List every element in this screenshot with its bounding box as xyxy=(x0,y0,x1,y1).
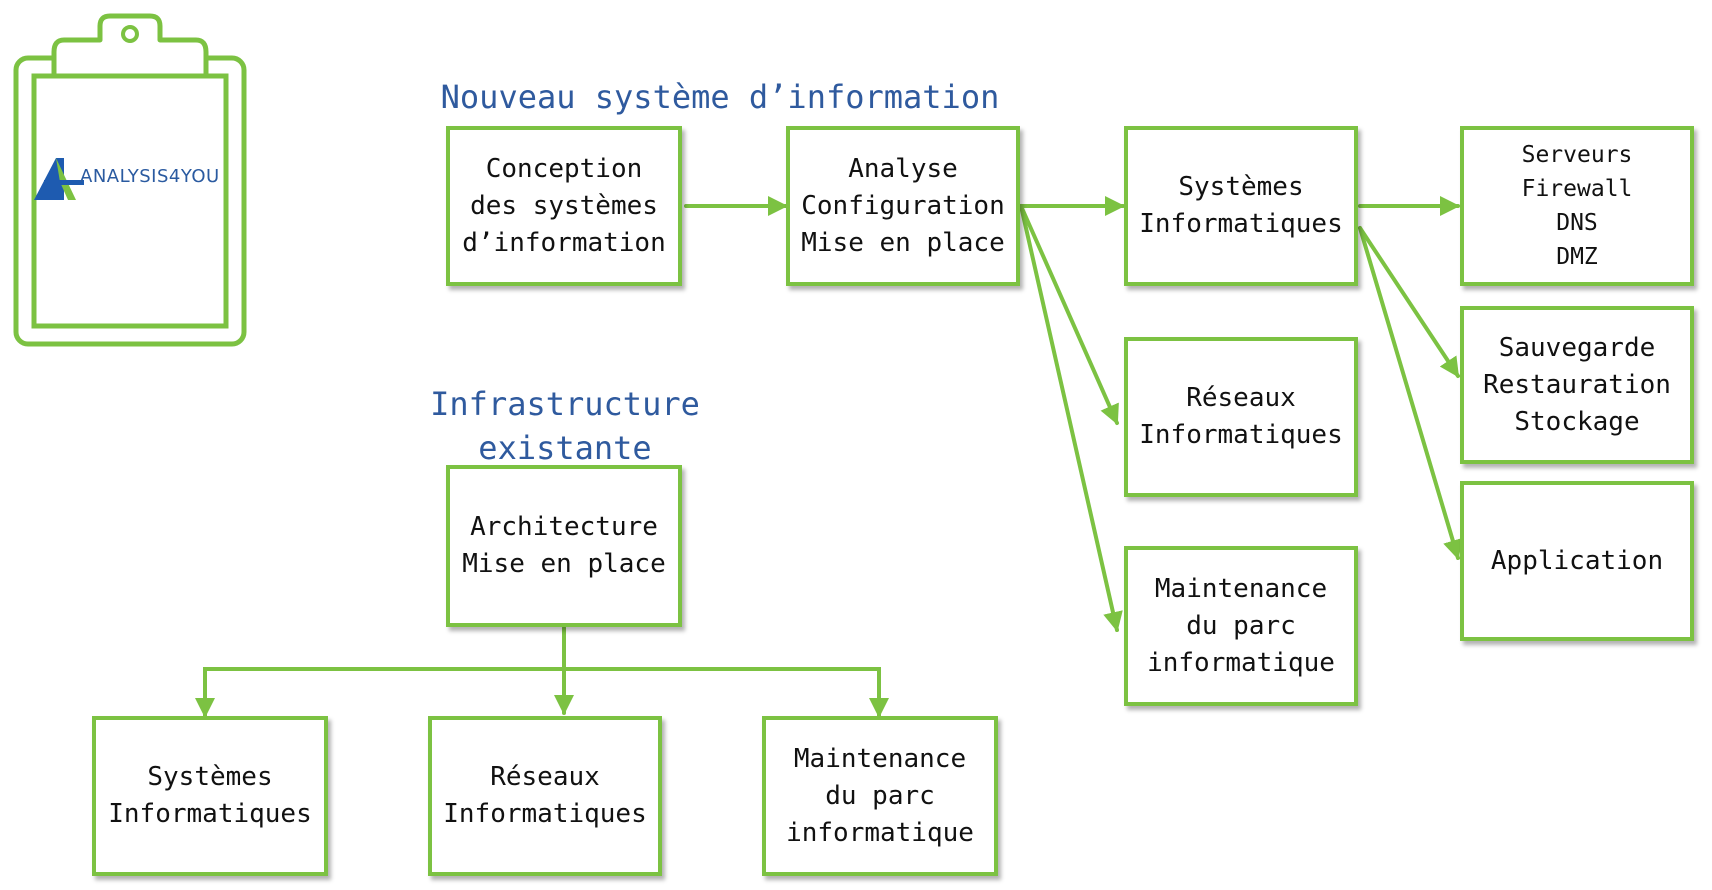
heading-infrastructure: Infrastructure existante xyxy=(410,382,720,470)
box-text-line: Configuration xyxy=(801,190,1005,221)
heading-infrastructure-line: existante xyxy=(478,429,652,467)
box-text-line: Mise en place xyxy=(801,227,1005,258)
box-text-line: des systèmes xyxy=(470,190,658,221)
box-text-line: DMZ xyxy=(1556,244,1598,270)
arrow-analyse-to-reseaux xyxy=(1019,204,1119,425)
box-infra-maintenance: Maintenance du parc informatique xyxy=(762,716,998,876)
box-text-line: Informatiques xyxy=(108,799,312,829)
connector-horizontal-bar xyxy=(203,667,881,715)
box-text-line: Architecture xyxy=(470,512,658,542)
heading-infrastructure-line: Infrastructure xyxy=(430,385,700,423)
box-text-line: Réseaux xyxy=(1186,383,1296,413)
box-text-line: Maintenance xyxy=(1154,573,1328,604)
box-systemes-informatiques: Systèmes Informatiques xyxy=(1124,126,1358,286)
box-text-line: du parc xyxy=(1186,610,1296,641)
box-text-line: Analyse xyxy=(848,153,958,184)
box-infra-reseaux: Réseaux Informatiques xyxy=(428,716,662,876)
box-text-line: d’information xyxy=(462,227,666,258)
box-text-line: Serveurs xyxy=(1521,142,1633,168)
box-text-line: Informatiques xyxy=(1139,420,1343,450)
box-text-line: Firewall xyxy=(1521,176,1633,202)
box-conception: Conception des systèmes d’information xyxy=(446,126,682,286)
arrow-systemes-to-application xyxy=(1358,226,1463,560)
box-text-line: Réseaux xyxy=(490,762,600,792)
box-text-line: Sauvegarde xyxy=(1498,332,1656,363)
heading-new-system: Nouveau système d’information xyxy=(440,78,1000,116)
arrow-analyse-to-maintenance xyxy=(1019,204,1123,632)
box-text-line: DNS xyxy=(1556,210,1598,236)
box-text-line: Restauration xyxy=(1483,369,1671,400)
box-text-line: Stockage xyxy=(1514,406,1640,437)
box-text-line: Informatiques xyxy=(1139,209,1343,239)
box-text-line: Informatiques xyxy=(443,799,647,829)
box-infra-systemes: Systèmes Informatiques xyxy=(92,716,328,876)
box-maintenance-parc: Maintenance du parc informatique xyxy=(1124,546,1358,706)
box-text-line: Mise en place xyxy=(462,549,666,579)
box-reseaux-informatiques: Réseaux Informatiques xyxy=(1124,337,1358,497)
box-text-line: Application xyxy=(1490,545,1664,576)
box-analyse: Analyse Configuration Mise en place xyxy=(786,126,1020,286)
box-text-line: informatique xyxy=(786,817,974,848)
clipboard-icon xyxy=(13,13,247,347)
box-sauvegarde: Sauvegarde Restauration Stockage xyxy=(1460,306,1694,464)
box-application: Application xyxy=(1460,481,1694,641)
box-architecture: Architecture Mise en place xyxy=(446,465,682,627)
box-text-line: Maintenance xyxy=(793,743,967,774)
box-text-line: informatique xyxy=(1147,647,1335,678)
arrow-systemes-to-sauvegarde xyxy=(1358,226,1460,378)
box-serveurs: Serveurs Firewall DNS DMZ xyxy=(1460,126,1694,286)
box-text-line: Systèmes xyxy=(1178,172,1304,202)
box-text-line: Systèmes xyxy=(147,762,273,792)
box-text-line: du parc xyxy=(825,780,935,811)
analysis-logo-mark xyxy=(34,158,84,200)
box-text-line: Conception xyxy=(485,153,643,184)
logo-text: ANALYSIS4YOU xyxy=(80,166,220,187)
